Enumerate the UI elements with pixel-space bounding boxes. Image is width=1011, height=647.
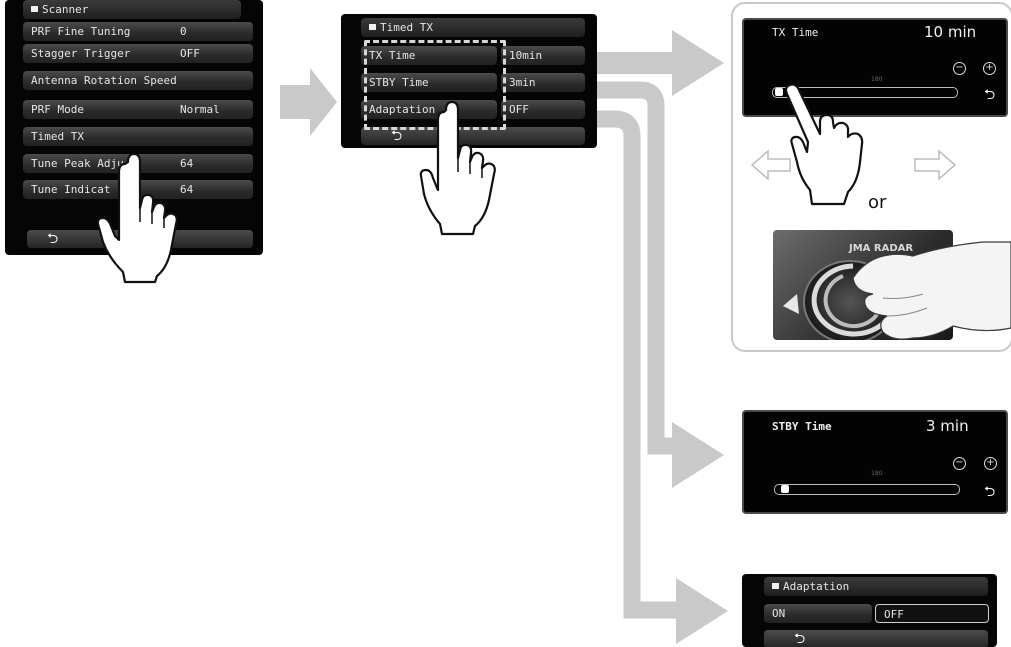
flag-icon bbox=[31, 6, 38, 12]
minus-button[interactable]: − bbox=[953, 457, 966, 470]
stby-time-value-display: 3 min bbox=[926, 417, 969, 435]
tap-hand-icon bbox=[419, 100, 496, 236]
tap-hand-icon bbox=[96, 152, 178, 284]
plus-button[interactable]: + bbox=[983, 62, 996, 75]
tx-time-dialog: TX Time 10 min 180 − + ⮌ bbox=[742, 18, 1008, 117]
adaptation-title: Adaptation bbox=[764, 577, 988, 596]
slider-knob[interactable] bbox=[775, 88, 783, 96]
tx-time-callout bbox=[731, 2, 1011, 352]
flag-icon bbox=[772, 583, 779, 589]
menu-item-adaptation[interactable]: Adaptation bbox=[361, 100, 497, 119]
menu-item-prf-fine-tuning[interactable]: PRF Fine Tuning 0 bbox=[23, 22, 253, 41]
stby-time-dialog: STBY Time 3 min 180 − + ⮌ bbox=[742, 410, 1008, 514]
tx-time-slider[interactable] bbox=[772, 87, 958, 98]
scale-mark: 180 bbox=[871, 470, 883, 477]
selection-highlight bbox=[364, 40, 506, 130]
grip-hand-icon bbox=[852, 241, 1011, 340]
rotate-arrow-icon bbox=[783, 263, 896, 337]
menu-item-stagger-trigger[interactable]: Stagger Trigger OFF bbox=[23, 44, 253, 63]
arrow-head-adaptation bbox=[676, 578, 728, 644]
return-icon[interactable]: ⮌ bbox=[984, 484, 996, 500]
arrow-to-tx-time bbox=[591, 30, 724, 96]
back-button[interactable]: ⮌ bbox=[361, 127, 585, 145]
or-label: or bbox=[868, 192, 887, 213]
return-icon: ⮌ bbox=[391, 128, 403, 144]
timed-tx-panel: Timed TX TX Time 10min STBY Time 3min Ad… bbox=[341, 14, 597, 148]
scale-mark: 180 bbox=[871, 76, 883, 83]
slider-knob[interactable] bbox=[781, 485, 789, 493]
timed-tx-title: Timed TX bbox=[361, 18, 585, 37]
tx-time-value-display: 10 min bbox=[924, 23, 977, 41]
stby-time-slider[interactable] bbox=[774, 484, 960, 495]
knob-brand-label: JMA RADAR bbox=[849, 243, 914, 254]
scanner-menu-title: Scanner bbox=[23, 0, 241, 19]
swipe-hand-icon bbox=[784, 83, 864, 206]
path-to-stby bbox=[589, 81, 672, 455]
stby-time-value[interactable]: 3min bbox=[501, 73, 585, 92]
path-to-adaptation bbox=[589, 110, 676, 619]
menu-item-tx-time[interactable]: TX Time bbox=[361, 46, 497, 65]
arrow-right-outline-icon bbox=[914, 149, 957, 181]
return-icon[interactable]: ⮌ bbox=[984, 87, 996, 103]
arrow-head-stby bbox=[672, 422, 724, 488]
arrow-to-timed-tx bbox=[280, 68, 337, 136]
return-icon: ⮌ bbox=[47, 231, 59, 247]
minus-button[interactable]: − bbox=[953, 62, 966, 75]
flag-icon bbox=[369, 24, 376, 30]
menu-item-prf-mode[interactable]: PRF Mode Normal bbox=[23, 100, 253, 119]
menu-item-timed-tx[interactable]: Timed TX bbox=[23, 127, 253, 146]
adaptation-value[interactable]: OFF bbox=[501, 100, 585, 119]
tx-time-label: TX Time bbox=[772, 26, 819, 39]
menu-item-antenna-rotation-speed[interactable]: Antenna Rotation Speed bbox=[23, 71, 253, 90]
back-button[interactable]: ⮌ bbox=[764, 630, 988, 647]
plus-button[interactable]: + bbox=[984, 457, 997, 470]
stby-time-label: STBY Time bbox=[772, 420, 832, 433]
return-icon: ⮌ bbox=[794, 631, 806, 647]
tx-time-value[interactable]: 10min bbox=[501, 46, 585, 65]
arrow-left-outline-icon bbox=[750, 149, 791, 181]
menu-item-stby-time[interactable]: STBY Time bbox=[361, 73, 497, 92]
option-off[interactable]: OFF bbox=[875, 604, 989, 623]
adaptation-dialog: Adaptation ON OFF ⮌ bbox=[742, 574, 997, 647]
option-on[interactable]: ON bbox=[764, 604, 872, 623]
